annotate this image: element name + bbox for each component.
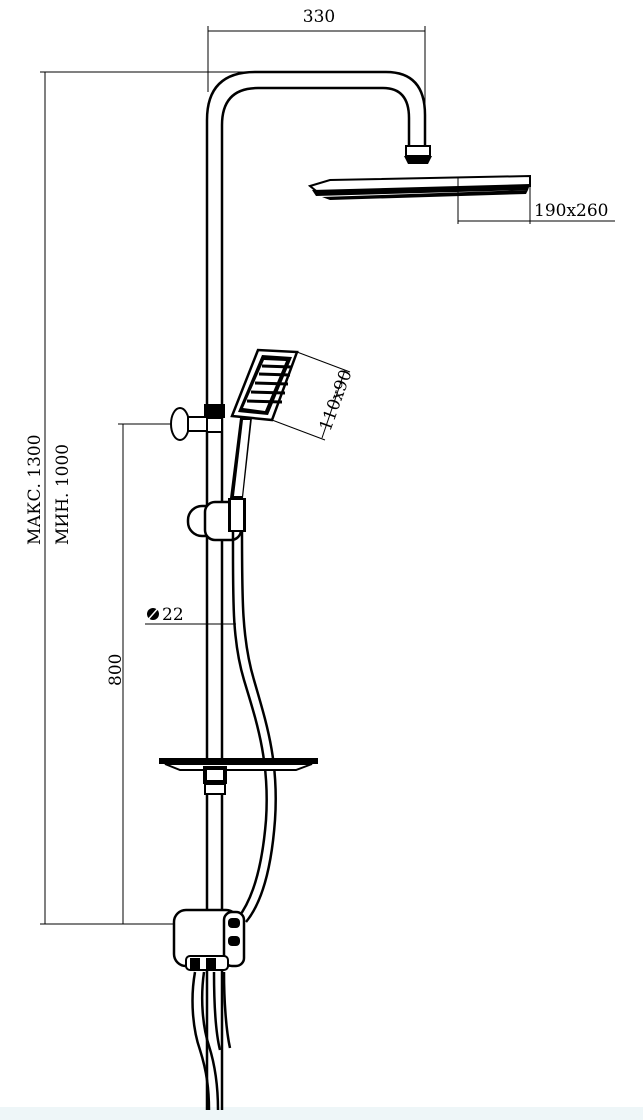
diameter-label: 22 — [162, 605, 184, 625]
soap-shelf — [159, 758, 318, 795]
height-min-label: МИН. 1000 — [53, 444, 73, 545]
width-label: 330 — [303, 7, 335, 27]
upper-wall-bracket — [170, 404, 225, 441]
width-dimension: 330 — [207, 7, 426, 150]
height-max-label: МАКС. 1300 — [25, 434, 45, 545]
bottom-strip — [0, 1107, 643, 1120]
riser-pipe — [205, 70, 427, 1110]
hand-shower — [230, 348, 299, 498]
shower-hose — [191, 529, 277, 1111]
head-shower-dimension: 190x260 — [457, 178, 615, 224]
head-shower-size-label: 190x260 — [534, 201, 608, 221]
diameter-icon — [145, 605, 161, 623]
head-shower — [307, 145, 531, 200]
slide-holder — [186, 498, 246, 542]
rail-dimension: 800 — [106, 423, 172, 924]
diverter-block — [172, 908, 246, 971]
rail-length-label: 800 — [106, 654, 126, 686]
hand-shower-size-label: 110x90 — [316, 367, 357, 434]
